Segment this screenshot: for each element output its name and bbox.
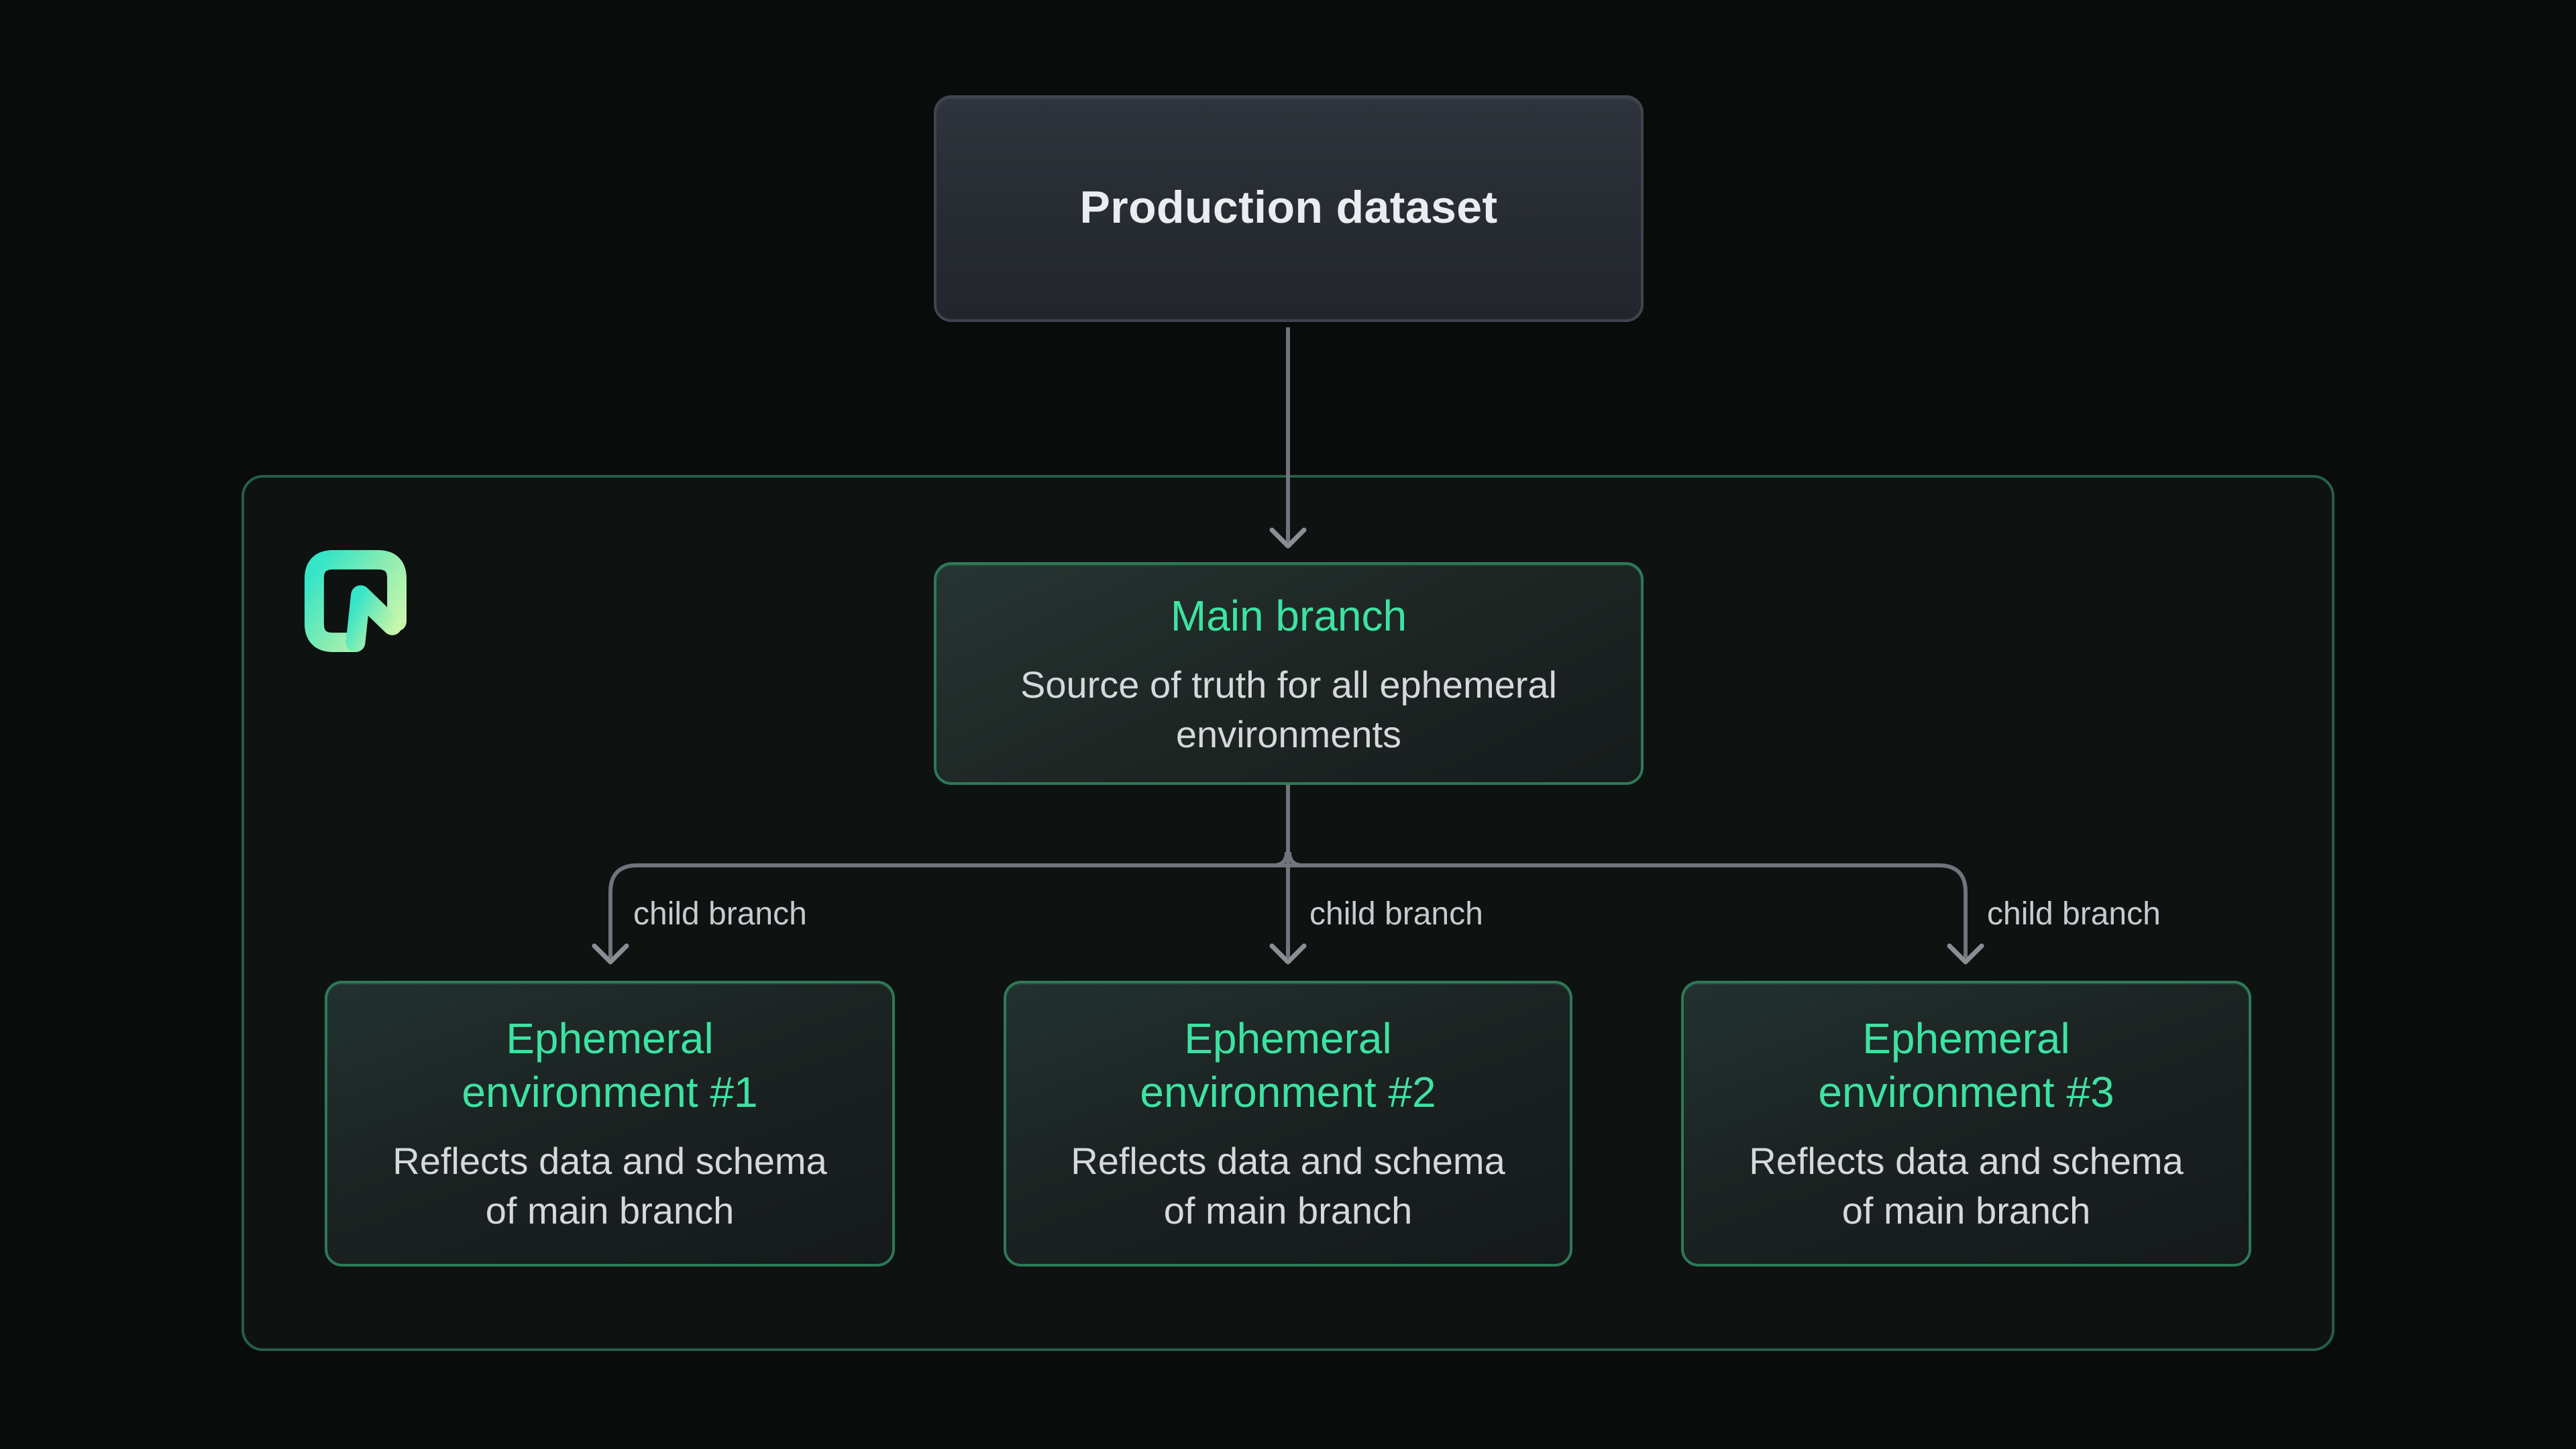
node-ephemeral-environment-1: Ephemeral environment #1 Reflects data a… xyxy=(325,981,895,1267)
neon-logo-icon xyxy=(305,550,407,652)
env-3-title-line1: Ephemeral xyxy=(1862,1014,2070,1063)
env-2-description: Reflects data and schema of main branch xyxy=(1071,1136,1505,1236)
main-branch-title: Main branch xyxy=(1170,591,1407,639)
main-branch-description-line1: Source of truth for all ephemeral xyxy=(1020,663,1557,705)
node-ephemeral-environment-3: Ephemeral environment #3 Reflects data a… xyxy=(1681,981,2251,1267)
env-1-description-line2: of main branch xyxy=(485,1190,735,1232)
edge-label-child-branch-1: child branch xyxy=(633,896,807,932)
env-1-title-line1: Ephemeral xyxy=(506,1014,714,1063)
env-3-description-line2: of main branch xyxy=(1841,1190,2091,1232)
edge-label-child-branch-2: child branch xyxy=(1309,896,1483,932)
node-ephemeral-environment-2: Ephemeral environment #2 Reflects data a… xyxy=(1004,981,1572,1267)
neon-logo-n-stroke xyxy=(345,585,402,652)
main-branch-description: Source of truth for all ephemeral enviro… xyxy=(1020,659,1557,759)
neon-logo-frame xyxy=(305,550,407,652)
main-branch-description-line2: environments xyxy=(1175,713,1402,755)
env-2-title: Ephemeral environment #2 xyxy=(1140,1012,1436,1119)
node-main-branch: Main branch Source of truth for all ephe… xyxy=(934,562,1644,785)
env-3-description: Reflects data and schema of main branch xyxy=(1749,1136,2184,1236)
node-production-dataset: Production dataset xyxy=(934,95,1644,322)
env-3-description-line1: Reflects data and schema xyxy=(1749,1140,2184,1182)
env-3-title: Ephemeral environment #3 xyxy=(1818,1012,2114,1119)
env-2-description-line2: of main branch xyxy=(1163,1190,1413,1232)
env-1-title: Ephemeral environment #1 xyxy=(462,1012,757,1119)
env-1-description-line1: Reflects data and schema xyxy=(392,1140,827,1182)
env-2-description-line1: Reflects data and schema xyxy=(1071,1140,1505,1182)
env-2-title-line2: environment #2 xyxy=(1140,1068,1436,1116)
env-1-description: Reflects data and schema of main branch xyxy=(392,1136,827,1236)
env-2-title-line1: Ephemeral xyxy=(1184,1014,1392,1063)
env-1-title-line2: environment #1 xyxy=(462,1068,758,1116)
env-3-title-line2: environment #3 xyxy=(1818,1068,2114,1116)
edge-label-child-branch-3: child branch xyxy=(1987,896,2161,932)
production-dataset-title: Production dataset xyxy=(1079,182,1498,233)
